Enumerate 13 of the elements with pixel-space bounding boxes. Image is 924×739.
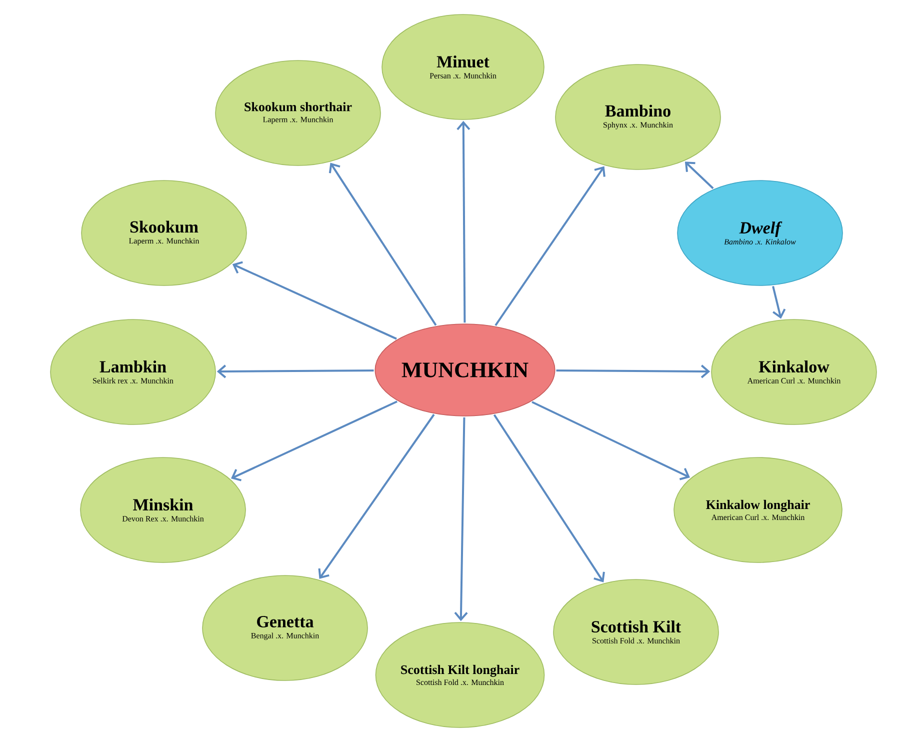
arrow xyxy=(494,166,606,326)
arrow xyxy=(556,364,710,378)
arrow xyxy=(772,286,786,319)
arrow xyxy=(318,414,435,579)
arrow xyxy=(216,364,374,378)
arrow xyxy=(493,414,605,582)
arrow xyxy=(328,162,437,326)
arrow xyxy=(230,400,398,482)
arrow xyxy=(454,417,468,622)
arrow xyxy=(684,162,714,190)
arrow xyxy=(232,261,397,340)
arrow xyxy=(532,401,690,480)
arrow xyxy=(456,120,470,323)
